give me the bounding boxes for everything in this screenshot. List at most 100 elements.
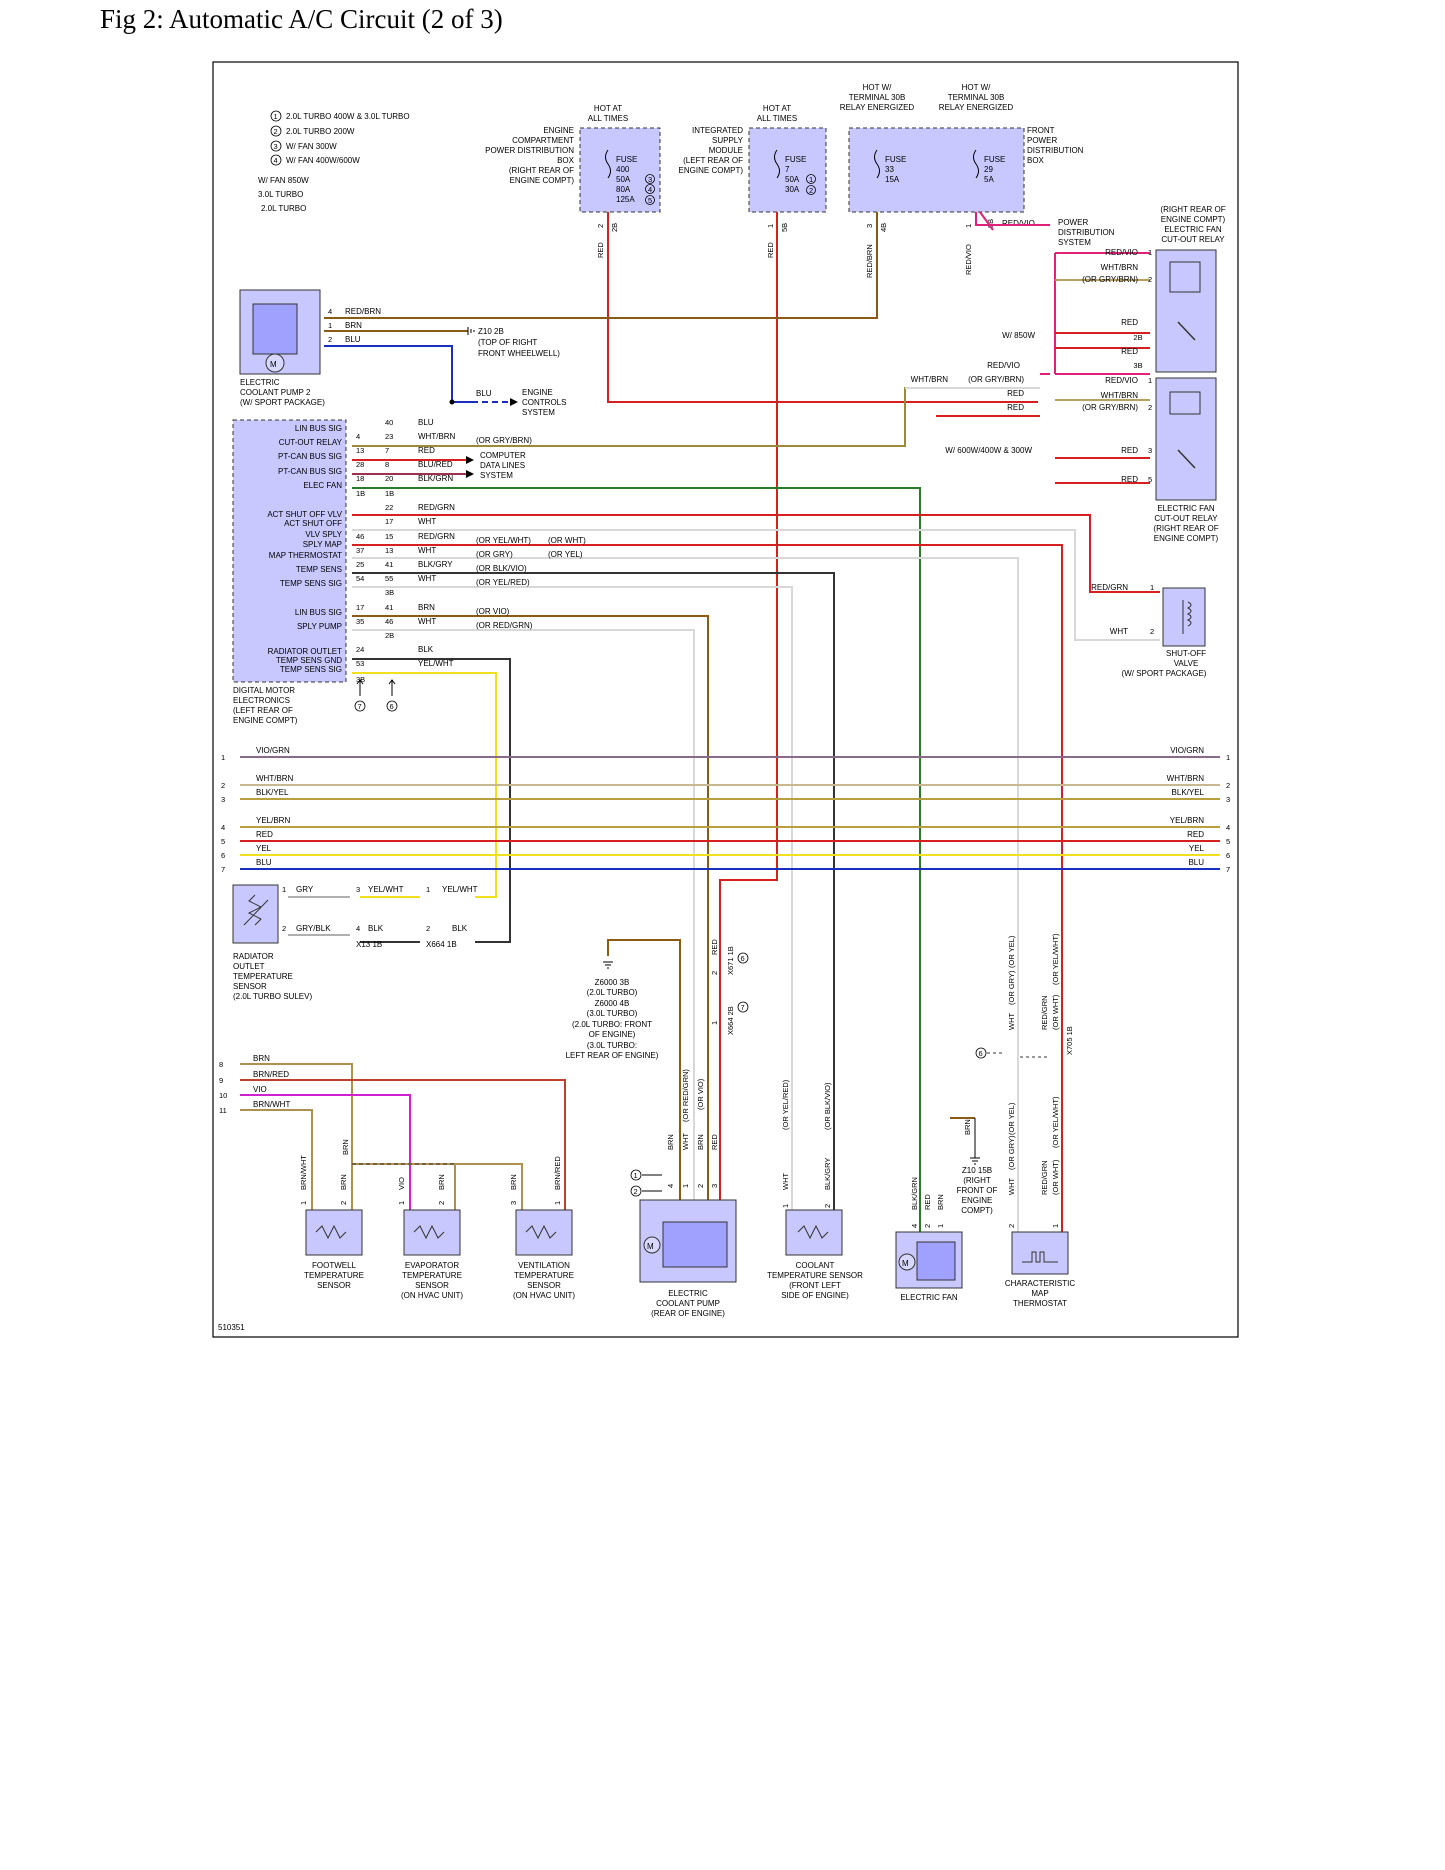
motor-icon: M xyxy=(270,360,277,369)
lower-bus-number: 8 xyxy=(219,1060,223,1069)
bus-line-number: 7 xyxy=(221,865,225,874)
svg-text:(2.0L TURBO: FRONT: (2.0L TURBO: FRONT xyxy=(572,1020,652,1029)
svg-text:1: 1 xyxy=(553,1201,562,1205)
brn-mid-label: BRN xyxy=(341,1139,350,1155)
ground-z6000: Z6000 3B (2.0L TURBO) Z6000 4B (3.0L TUR… xyxy=(566,961,659,1060)
svg-text:2: 2 xyxy=(426,924,430,933)
svg-text:ENGINE COMPT): ENGINE COMPT) xyxy=(233,716,298,725)
svg-text:2: 2 xyxy=(437,1201,446,1205)
bus-line-wire-left: RED xyxy=(256,830,273,839)
svg-text:3.0L TURBO: 3.0L TURBO xyxy=(258,190,303,199)
svg-text:(LEFT REAR OF: (LEFT REAR OF xyxy=(233,706,293,715)
svg-text:CHARACTERISTIC: CHARACTERISTIC xyxy=(1005,1279,1075,1288)
svg-text:WHT: WHT xyxy=(1007,1178,1016,1195)
svg-text:BRN: BRN xyxy=(696,1134,705,1150)
svg-text:2: 2 xyxy=(923,1224,932,1228)
svg-text:6: 6 xyxy=(979,1049,983,1058)
svg-text:RED: RED xyxy=(1121,347,1138,356)
svg-text:2: 2 xyxy=(274,127,278,136)
dme-wire-color: WHT xyxy=(418,546,436,555)
svg-text:ALL TIMES: ALL TIMES xyxy=(588,114,628,123)
lower-bus-wire: BRN/WHT xyxy=(253,1100,290,1109)
svg-text:(OR GRY/BRN): (OR GRY/BRN) xyxy=(1082,275,1138,284)
bus-line-wire-right: RED xyxy=(1187,830,1204,839)
svg-text:SENSOR: SENSOR xyxy=(233,982,267,991)
figure-title: Fig 2: Automatic A/C Circuit (2 of 3) xyxy=(100,4,503,34)
svg-text:2: 2 xyxy=(1148,403,1152,412)
svg-text:3: 3 xyxy=(1148,446,1152,455)
svg-text:MAP: MAP xyxy=(1031,1289,1048,1298)
dme-conn-pin: 46 xyxy=(385,617,393,626)
dme-wire-color: RED/GRN xyxy=(418,532,455,541)
svg-text:1: 1 xyxy=(328,321,332,330)
bus-line-wire-right: YEL/BRN xyxy=(1170,816,1204,825)
svg-text:CUT-OUT RELAY: CUT-OUT RELAY xyxy=(1161,235,1225,244)
dme-signal-label: SPLY PUMP xyxy=(297,622,342,631)
svg-text:TEMPERATURE: TEMPERATURE xyxy=(514,1271,574,1280)
svg-text:HOT AT: HOT AT xyxy=(763,104,791,113)
svg-text:SYSTEM: SYSTEM xyxy=(480,471,513,480)
svg-text:(OR VIO): (OR VIO) xyxy=(696,1078,705,1110)
figure-number: 510351 xyxy=(218,1323,245,1332)
svg-text:W/ FAN 300W: W/ FAN 300W xyxy=(286,142,337,151)
svg-text:RED/BRN: RED/BRN xyxy=(345,307,381,316)
svg-text:3: 3 xyxy=(274,142,278,151)
dme-pin: 18 xyxy=(356,474,364,483)
svg-text:RED: RED xyxy=(710,939,719,955)
svg-text:5: 5 xyxy=(1148,475,1152,484)
hot-labels: HOT AT ALL TIMES HOT AT ALL TIMES HOT W/… xyxy=(588,83,1014,123)
svg-text:2: 2 xyxy=(282,924,286,933)
svg-text:7: 7 xyxy=(358,702,362,711)
bus-line-number: 3 xyxy=(221,795,225,804)
dme-conn-pin: 20 xyxy=(385,474,393,483)
svg-text:(REAR OF ENGINE): (REAR OF ENGINE) xyxy=(651,1309,725,1318)
svg-text:50A: 50A xyxy=(785,175,800,184)
svg-text:WHT: WHT xyxy=(1110,627,1128,636)
lower-bus-number: 11 xyxy=(219,1106,227,1115)
svg-text:(W/ SPORT PACKAGE): (W/ SPORT PACKAGE) xyxy=(240,398,325,407)
svg-text:1: 1 xyxy=(274,112,278,121)
bus-line-wire-right: BLK/YEL xyxy=(1172,788,1205,797)
svg-text:2B: 2B xyxy=(610,223,619,232)
svg-text:1: 1 xyxy=(964,224,973,228)
bus-line-wire-right: WHT/BRN xyxy=(1167,774,1205,783)
svg-text:RED: RED xyxy=(1121,475,1138,484)
dme-signal-label: TEMP SENS SIG xyxy=(280,579,342,588)
dme-wire-color: RED/GRN xyxy=(418,503,455,512)
dme-conn-pin: 3B xyxy=(385,588,394,597)
svg-text:(OR YEL/WHT): (OR YEL/WHT) xyxy=(1051,1096,1060,1148)
svg-text:BRN: BRN xyxy=(345,321,362,330)
dme-wire-alt: (OR RED/GRN) xyxy=(476,621,533,630)
svg-text:LEFT REAR OF ENGINE): LEFT REAR OF ENGINE) xyxy=(566,1051,659,1060)
svg-text:1: 1 xyxy=(710,1021,719,1025)
svg-text:YEL/WHT: YEL/WHT xyxy=(368,885,404,894)
svg-text:RED/VIO: RED/VIO xyxy=(964,244,973,275)
dme-signal-label: LIN BUS SIG xyxy=(295,608,342,617)
bus-line-number: 6 xyxy=(221,851,225,860)
svg-text:1: 1 xyxy=(397,1201,406,1205)
svg-text:1: 1 xyxy=(1051,1224,1060,1228)
dme-conn-pin: 22 xyxy=(385,503,393,512)
svg-text:X664 2B: X664 2B xyxy=(726,1006,735,1035)
bus-line-number: 1 xyxy=(221,753,225,762)
svg-text:W/ FAN 850W: W/ FAN 850W xyxy=(258,176,309,185)
svg-text:(2.0L TURBO): (2.0L TURBO) xyxy=(587,988,638,997)
svg-text:ELECTRIC FAN: ELECTRIC FAN xyxy=(1164,225,1222,234)
svg-text:(RIGHT REAR OF: (RIGHT REAR OF xyxy=(1153,524,1218,533)
svg-text:EVAPORATOR: EVAPORATOR xyxy=(405,1261,459,1270)
dme-signal-label: LIN BUS SIG xyxy=(295,424,342,433)
svg-text:TEMPERATURE: TEMPERATURE xyxy=(402,1271,462,1280)
svg-text:FUSE: FUSE xyxy=(785,155,806,164)
svg-text:SHUT-OFF: SHUT-OFF xyxy=(1166,649,1206,658)
dme-conn-pin: 55 xyxy=(385,574,393,583)
svg-text:3: 3 xyxy=(865,224,874,228)
svg-text:BLK: BLK xyxy=(452,924,468,933)
svg-text:COMPT): COMPT) xyxy=(961,1206,993,1215)
svg-text:(LEFT REAR OF: (LEFT REAR OF xyxy=(683,156,743,165)
svg-text:SENSOR: SENSOR xyxy=(415,1281,449,1290)
svg-text:(OR GRY): (OR GRY) xyxy=(1007,1135,1016,1170)
dme-conn-pin: 23 xyxy=(385,432,393,441)
svg-text:1: 1 xyxy=(1150,583,1154,592)
svg-text:2: 2 xyxy=(809,186,813,195)
